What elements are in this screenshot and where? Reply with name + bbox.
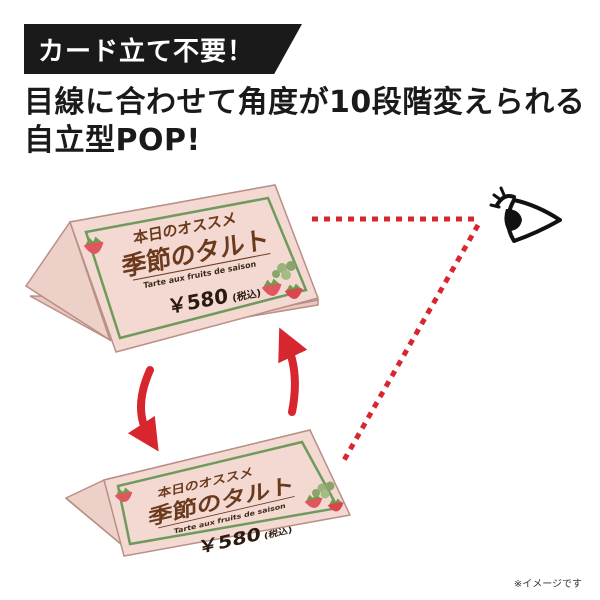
grape-icon [272,261,296,280]
image-note: ※イメージです [513,579,582,590]
headline-line-2: 自立型POP! [24,123,201,158]
banner-text: カード立て不要！ [38,37,255,67]
sightline-diagonal [340,223,481,464]
header-banner: カード立て不要！ [24,24,302,74]
eye-icon [489,186,562,243]
strawberry-icon [114,487,133,502]
strawberry-icon [261,278,282,296]
strawberry-icon [284,283,303,299]
pop-card-upright: 本日のオススメ 季節のタルト Tarte aux fruits de saiso… [24,184,320,353]
pop-card-reclined: 本日のオススメ 季節のタルト Tarte aux fruits de saiso… [64,429,352,559]
headline: 目線に合わせて角度が10段階変えられる 自立型POP! [24,84,585,160]
headline-line-1: 目線に合わせて角度が10段階変えられる [24,85,586,120]
curved-arrow-icon [278,327,308,416]
strawberry-icon [83,236,104,254]
curved-arrow-icon [127,366,159,452]
strawberry-icon [327,498,344,512]
grape-icon [312,481,335,499]
